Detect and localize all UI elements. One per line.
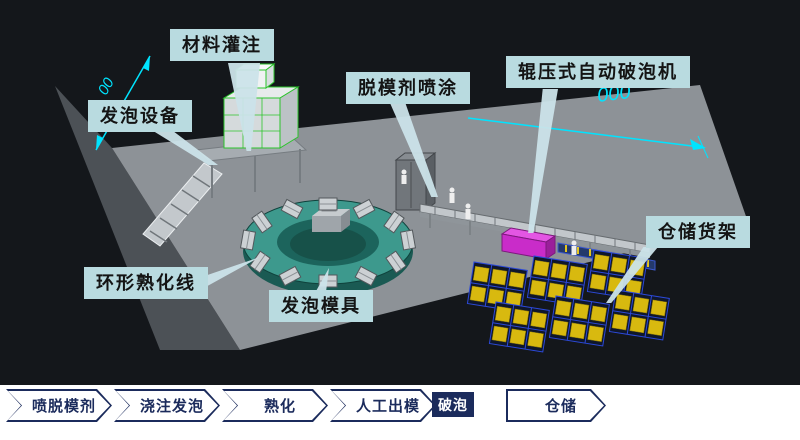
chevron-fill: [8, 391, 110, 420]
flow-step-foam-breaking-highlighted: 破泡: [432, 392, 474, 417]
label-roller-foam-breaker: 辊压式自动破泡机: [506, 56, 690, 88]
flow-step-manual-demold: 人工出模: [330, 389, 436, 422]
chevron-fill: [508, 391, 604, 420]
flow-step-spray-release-agent: 喷脱模剂: [6, 389, 112, 422]
storage-rack-cluster: [526, 255, 588, 307]
label-foaming-mold: 发泡模具: [269, 290, 373, 322]
stairs: [142, 162, 223, 247]
storage-rack-cluster: [488, 301, 550, 353]
storage-rack-cluster: [608, 289, 670, 341]
chevron-fill: [332, 391, 434, 420]
flow-step-label: 仓储: [544, 398, 577, 415]
process-flow-bar: 喷脱模剂 浇注发泡 熟化 人工出模 破泡 仓储: [0, 385, 800, 440]
flow-step-curing: 熟化: [222, 389, 328, 422]
label-ring-curing-line: 环形熟化线: [84, 267, 208, 299]
flow-step-label: 熟化: [263, 398, 296, 415]
chevron-fill: [224, 391, 326, 420]
label-storage-rack: 仓储货架: [646, 216, 750, 248]
chevron-fill: [116, 391, 218, 420]
scene-area: 00 000: [0, 0, 800, 385]
flow-step-storage: 仓储: [506, 389, 606, 422]
worker-figures: [401, 169, 577, 255]
flow-step-label: 人工出模: [355, 398, 420, 415]
storage-rack-cluster: [548, 295, 610, 347]
label-foaming-equipment: 发泡设备: [88, 100, 192, 132]
label-release-agent-spray: 脱模剂喷涂: [346, 72, 470, 104]
flow-step-label: 浇注发泡: [139, 398, 204, 415]
flow-step-label: 喷脱模剂: [31, 398, 96, 415]
label-material-filling: 材料灌注: [170, 29, 274, 61]
dimension-left-text: 00: [95, 74, 118, 98]
storage-rack-cluster: [466, 261, 528, 313]
flow-step-pour-foaming: 浇注发泡: [114, 389, 220, 422]
